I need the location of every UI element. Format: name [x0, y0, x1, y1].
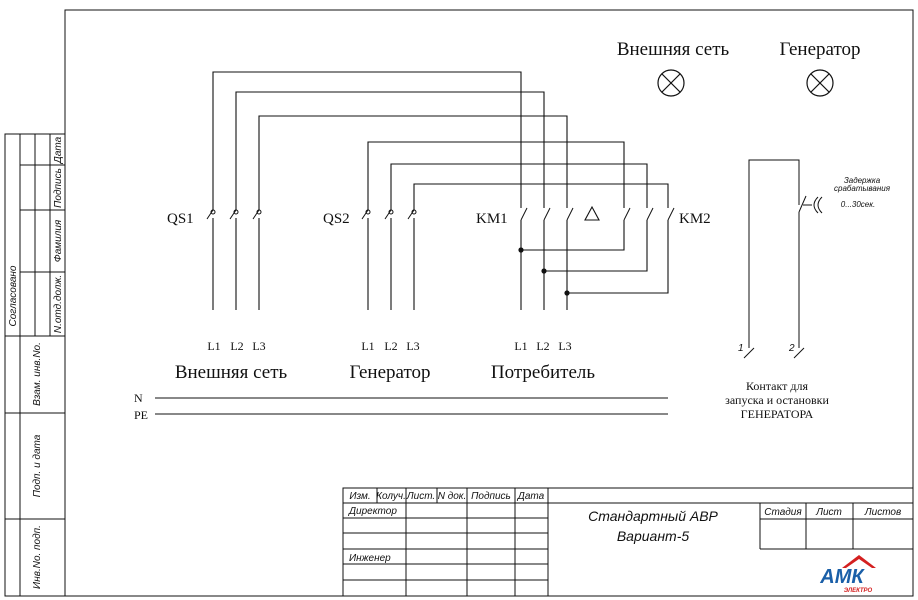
header-data: Дата — [517, 491, 545, 502]
km2-label: KM2 — [679, 211, 711, 227]
title-stage: Стадия — [764, 507, 802, 518]
switch-contacts — [206, 207, 675, 221]
relay-terminal-2: 2 — [788, 343, 795, 354]
logo-roof — [842, 555, 876, 568]
relay-contact — [743, 159, 823, 359]
relay-caption-3: ГЕНЕРАТОРА — [741, 407, 814, 421]
neutral-label: N — [134, 391, 143, 405]
logo-text: АМК — [819, 566, 865, 588]
group-external-label: Внешняя сеть — [175, 362, 288, 383]
lamp-generator: Генератор — [779, 39, 861, 97]
role-engineer: Инженер — [349, 553, 391, 564]
stamp-signature: Подпись — [53, 168, 64, 208]
buses: N PE — [134, 391, 668, 422]
phase-l2-consumer: L2 — [536, 339, 549, 353]
header-izm: Изм. — [349, 491, 370, 502]
stamp-replace-inv: Взам. инв.No. — [32, 342, 43, 406]
header-koluch: Колуч. — [376, 491, 406, 502]
phase-l1-generator: L1 — [361, 339, 374, 353]
document-title-2: Вариант-5 — [617, 528, 690, 544]
header-list: Лист. — [406, 491, 435, 502]
phase-l1-consumer: L1 — [514, 339, 527, 353]
junction-dots — [518, 247, 570, 296]
relay-caption-2: запуска и остановки — [725, 393, 829, 407]
phase-l3-external: L3 — [252, 339, 265, 353]
phase-l2-external: L2 — [230, 339, 243, 353]
protective-label: PE — [134, 408, 148, 422]
relay-terminal-1: 1 — [738, 343, 744, 354]
phase-l3-consumer: L3 — [558, 339, 571, 353]
title-block-headers: Изм. Колуч. Лист. N док. Подпись Дата — [349, 491, 544, 502]
phase-l3-generator: L3 — [406, 339, 419, 353]
power-wiring — [212, 71, 669, 310]
document-title-1: Стандартный АВР — [588, 508, 718, 524]
amk-logo: АМК ЭЛЕКТРО — [819, 555, 876, 594]
logo-subtext: ЭЛЕКТРО — [844, 588, 873, 594]
header-podpis: Подпись — [471, 491, 511, 502]
group-consumer-label: Потребитель — [491, 362, 595, 383]
km1-label: KM1 — [476, 211, 508, 227]
phase-l2-generator: L2 — [384, 339, 397, 353]
relay-delay-range: 0...30сек. — [841, 200, 875, 209]
stamp-inv-no: Инв.No. подп. — [32, 525, 43, 589]
title-block — [342, 487, 914, 597]
qs1-label: QS1 — [167, 211, 194, 227]
stamp-agreed: Согласовано — [8, 265, 19, 326]
relay-delay-label-2: срабатывания — [834, 184, 891, 193]
lamp-external-label: Внешняя сеть — [617, 39, 730, 60]
header-ndok: N док. — [438, 491, 467, 502]
left-stamp-labels: Дата Подпись Фамилия N.отд.долж. Согласо… — [8, 136, 64, 589]
stamp-date: Дата — [53, 136, 64, 164]
qs2-label: QS2 — [323, 211, 350, 227]
phase-labels: L1 L2 L3 L1 L2 L3 L1 L2 L3 — [207, 339, 571, 353]
relay-delay-label-1: Задержка — [844, 176, 881, 185]
title-sheets: Листов — [864, 507, 901, 518]
lamp-external: Внешняя сеть — [617, 39, 730, 97]
group-generator-label: Генератор — [349, 362, 430, 383]
phase-l1-external: L1 — [207, 339, 220, 353]
relay-caption-1: Контакт для — [746, 379, 809, 393]
stamp-surname: Фамилия — [53, 219, 64, 262]
title-sheet: Лист — [815, 507, 842, 518]
left-stamp — [4, 133, 66, 597]
stamp-dept-no: N.отд.долж. — [53, 275, 64, 333]
stamp-sign-date: Подп. и дата — [32, 434, 43, 497]
role-director: Директор — [348, 506, 397, 517]
lamp-generator-label: Генератор — [779, 39, 860, 60]
